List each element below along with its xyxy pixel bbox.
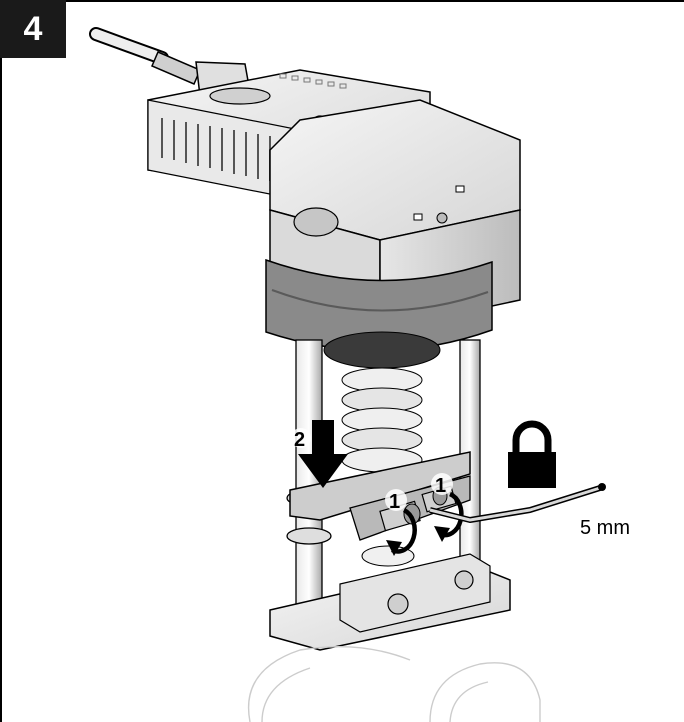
frame-border-top: [0, 0, 684, 2]
arrow-down-icon: [298, 420, 348, 488]
callout-push-step: 2: [291, 428, 311, 451]
step-number-badge: 4: [0, 0, 66, 58]
callout-push-step-label: 2: [294, 429, 305, 451]
callout-loosen-left: 1: [385, 489, 407, 513]
callout-loosen-right-label: 1: [435, 475, 446, 497]
valve-body: [247, 645, 541, 722]
step-number: 4: [23, 9, 43, 48]
frame-border-left: [0, 0, 2, 722]
hex-key-tool: [429, 483, 606, 523]
valve-mounting-plate: [269, 545, 511, 651]
padlock-icon: [508, 420, 556, 488]
tool-size-label: 5 mm: [580, 517, 630, 539]
valve-stem-bellows: [323, 331, 441, 473]
callout-loosen-right: 1: [431, 473, 453, 497]
actuator-main-body: [265, 99, 521, 352]
callout-loosen-left-label: 1: [389, 491, 400, 513]
